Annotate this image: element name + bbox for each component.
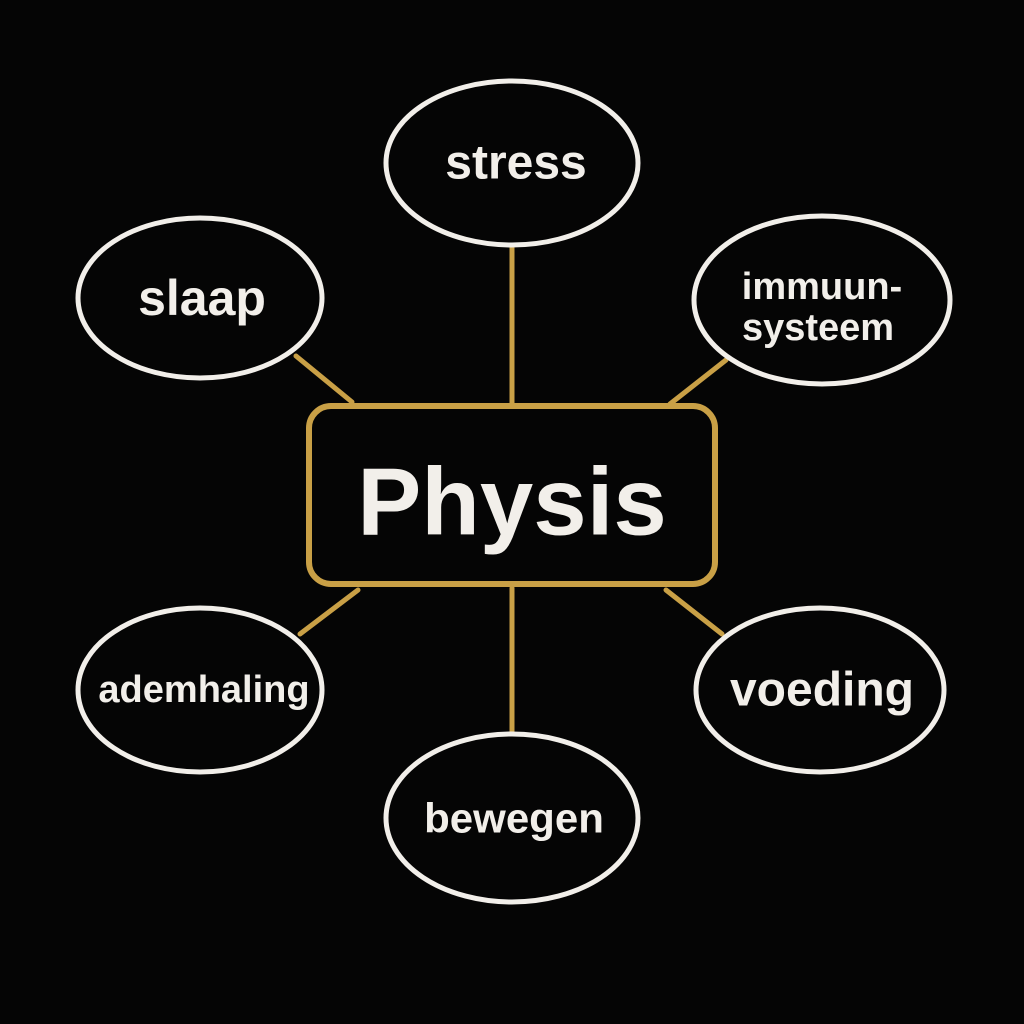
node-immuunsysteem-ellipse: [691, 213, 953, 387]
node-slaap-label: slaap: [138, 270, 266, 326]
connector-slaap: [293, 353, 355, 405]
connector-immuunsysteem: [667, 357, 729, 407]
connectors: [293, 240, 729, 739]
node-slaap-ellipse: [75, 215, 325, 381]
center-node: Physis: [306, 403, 718, 587]
center-box: [306, 403, 718, 587]
connector-voeding: [663, 587, 725, 637]
node-bewegen-ellipse: [383, 731, 641, 905]
node-ademhaling: ademhaling: [75, 605, 325, 775]
node-immuunsysteem: immuun- systeem: [691, 213, 953, 387]
node-ademhaling-label: ademhaling: [98, 669, 309, 711]
connector-ademhaling: [297, 587, 361, 637]
node-ademhaling-ellipse: [75, 605, 325, 775]
node-voeding-label: voeding: [730, 664, 914, 717]
node-immuunsysteem-label-line-1: immuun-: [742, 266, 902, 308]
node-stress: stress: [383, 78, 641, 248]
node-voeding-ellipse: [693, 605, 947, 775]
node-bewegen: bewegen: [383, 731, 641, 905]
node-immuunsysteem-label-line-2: systeem: [742, 307, 894, 349]
node-stress-label: stress: [445, 137, 586, 190]
node-stress-ellipse: [383, 78, 641, 248]
node-bewegen-label: bewegen: [424, 795, 604, 842]
center-label: Physis: [357, 449, 667, 556]
node-slaap: slaap: [75, 215, 325, 381]
node-voeding: voeding: [693, 605, 947, 775]
